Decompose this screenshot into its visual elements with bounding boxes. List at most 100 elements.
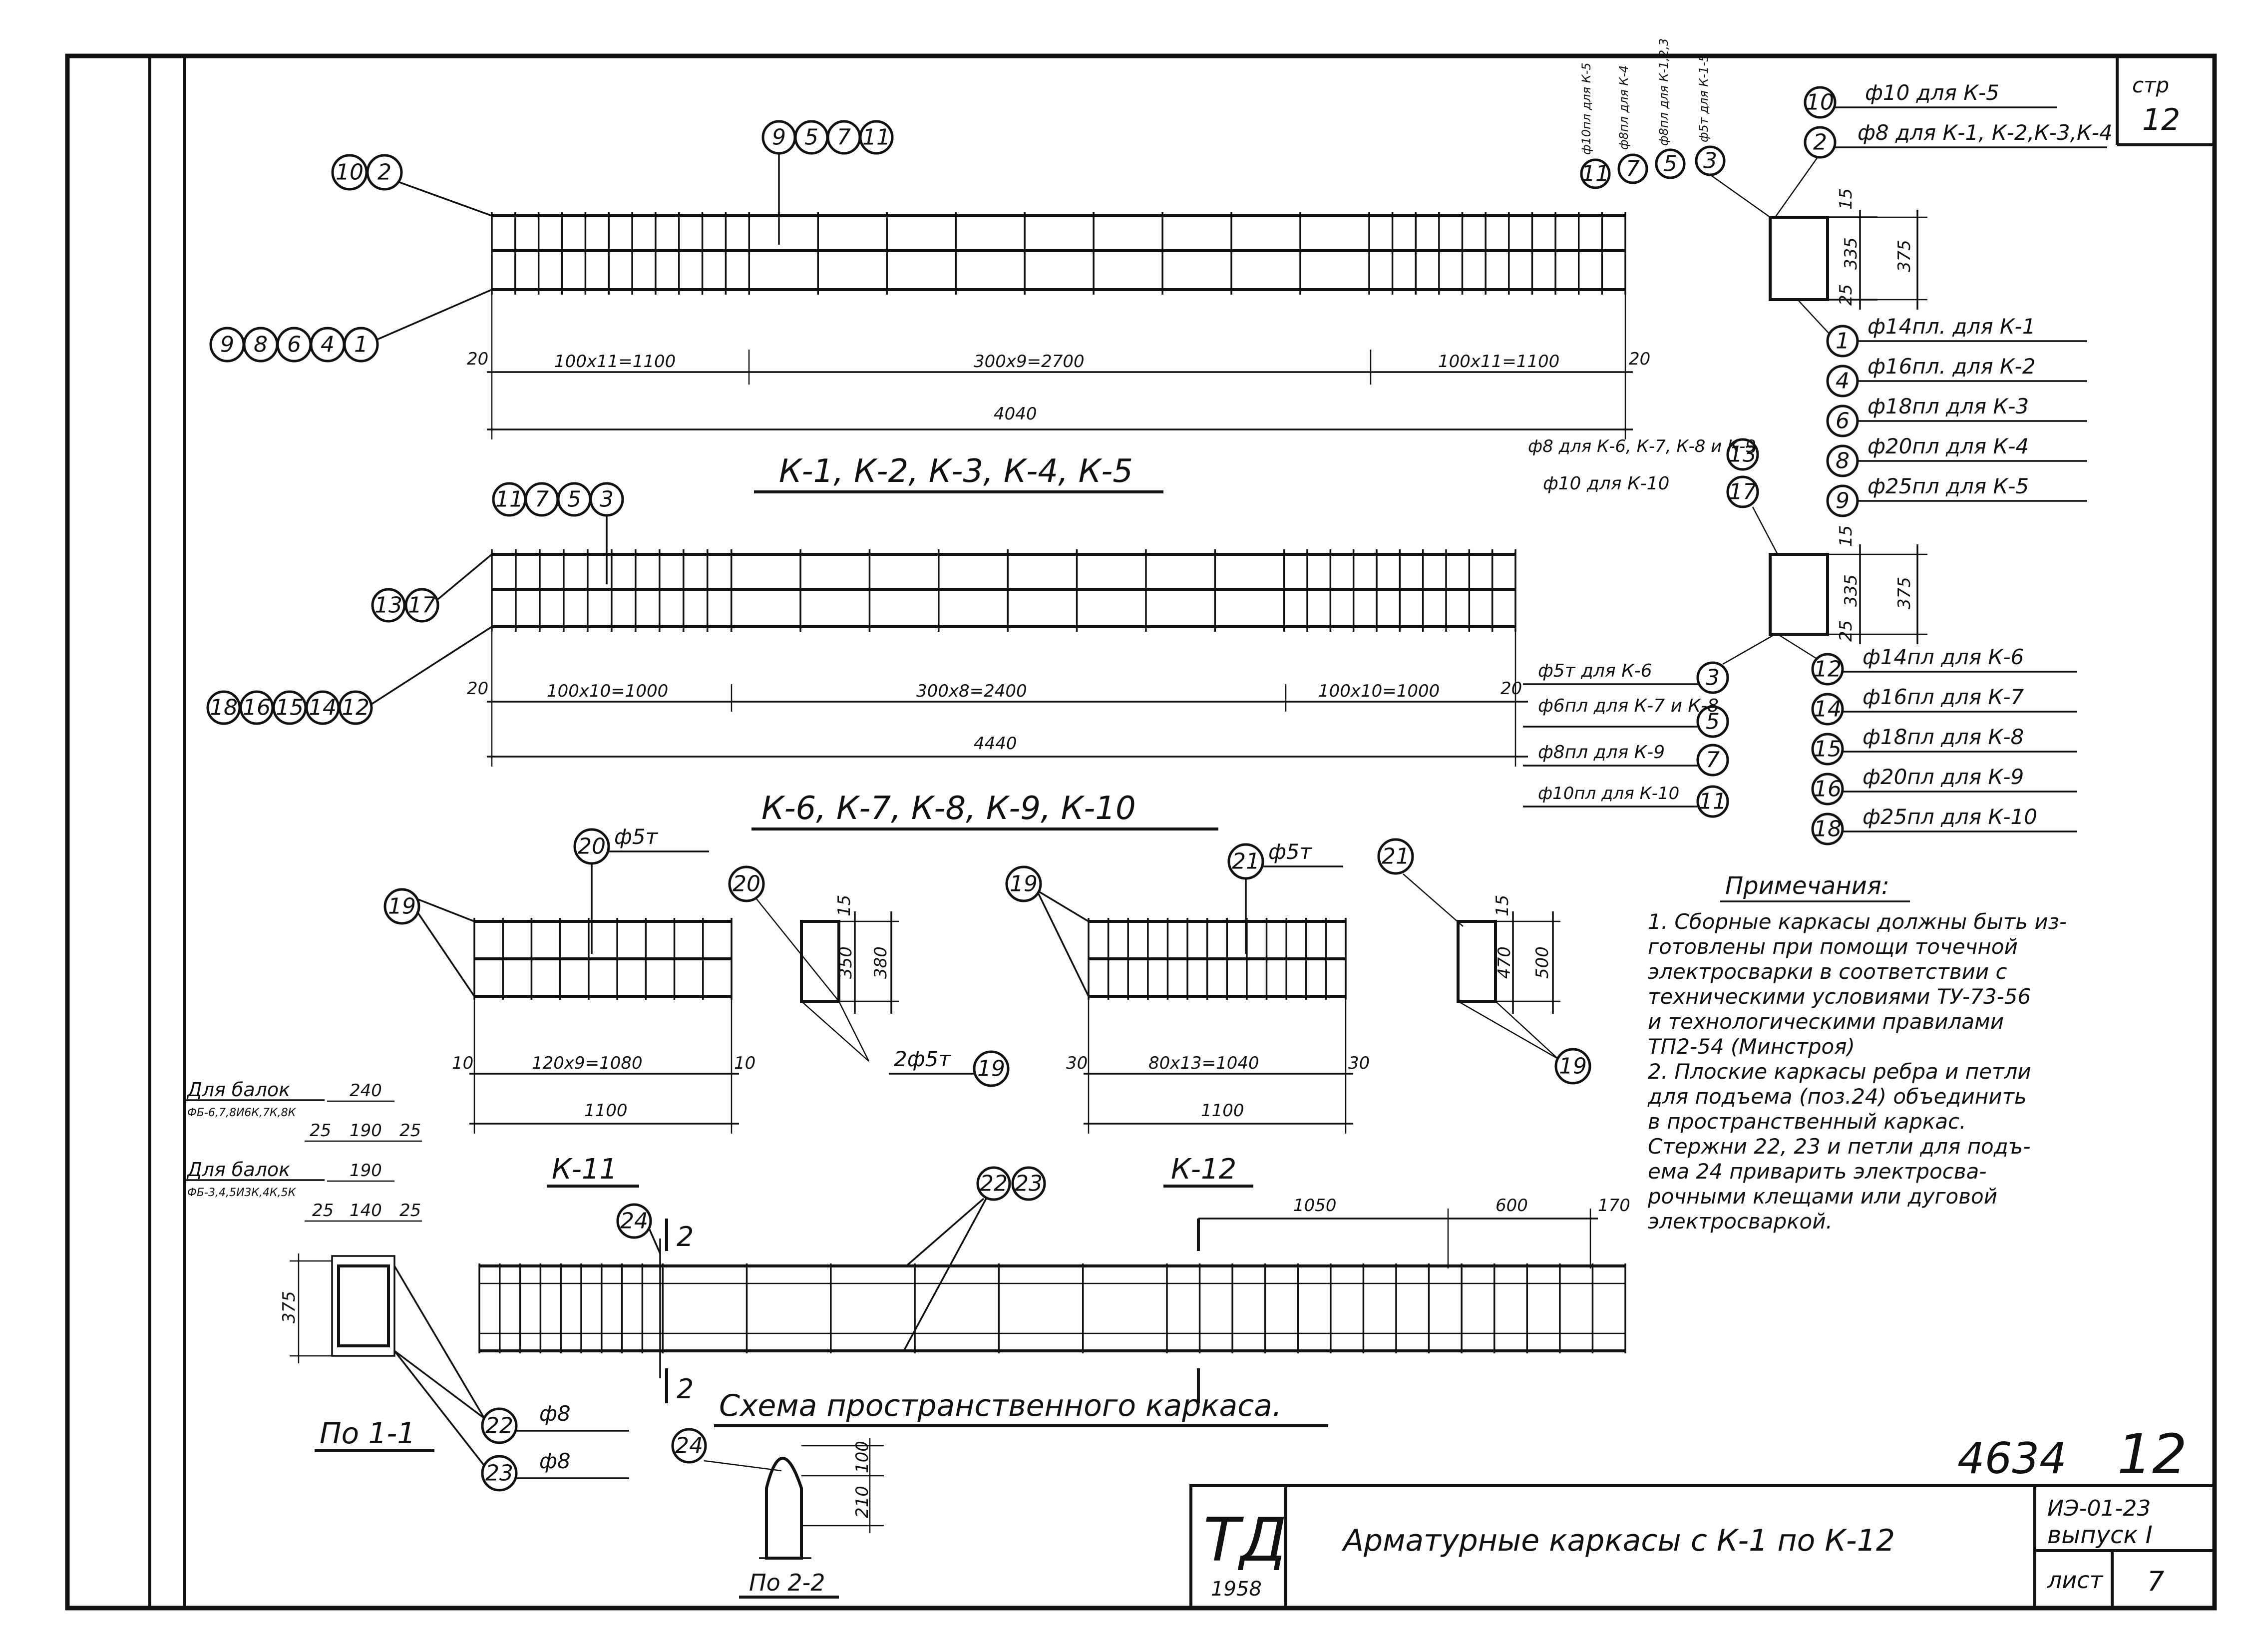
svg-text:ф16пл для К-7: ф16пл для К-7	[1863, 685, 2024, 709]
svg-text:2ф5т: 2ф5т	[894, 1047, 951, 1071]
svg-text:25: 25	[1836, 284, 1856, 306]
svg-text:16: 16	[243, 695, 271, 721]
svg-text:ф5т: ф5т	[1268, 839, 1313, 864]
notes-line-1: 1. Сборные каркасы должны быть из-	[1648, 909, 2067, 934]
svg-text:240: 240	[350, 1081, 382, 1101]
svg-text:11: 11	[1581, 161, 1609, 187]
series-issue: выпуск I	[2047, 1521, 2153, 1549]
f1-dim-total: 4040	[994, 404, 1037, 424]
svg-text:470: 470	[1494, 946, 1514, 979]
svg-text:13: 13	[1729, 442, 1757, 467]
svg-text:7: 7	[1706, 748, 1720, 773]
svg-text:7: 7	[1626, 156, 1640, 182]
f1-dim-seg3: 100х11=1100	[1438, 352, 1559, 372]
svg-text:ф10 для К-10: ф10 для К-10	[1543, 473, 1669, 494]
svg-text:16: 16	[1814, 777, 1842, 802]
k11-bub-top: 20	[578, 834, 606, 859]
svg-text:18: 18	[1814, 817, 1842, 842]
svg-text:25: 25	[399, 1121, 421, 1141]
svg-text:ф8: ф8	[539, 1449, 571, 1473]
svg-text:ф18пл для К-3: ф18пл для К-3	[1868, 394, 2029, 418]
svg-text:1: 1	[354, 332, 368, 358]
svg-text:ф5т для К-6: ф5т для К-6	[1538, 661, 1652, 681]
frame1-title: К-1, К-2, К-3, К-4, К-5	[779, 453, 1133, 490]
svg-text:80х13=1040: 80х13=1040	[1148, 1053, 1259, 1073]
notes-title: Примечания:	[1725, 872, 1889, 900]
cut-mark-top: 2	[677, 1221, 694, 1252]
notes-line-8: для подъема (поз.24) объединить	[1647, 1084, 2027, 1109]
svg-text:ф16пл. для К-2: ф16пл. для К-2	[1868, 354, 2036, 379]
f1-section-bubbles: 11 7 5 3	[1580, 145, 1726, 189]
svg-text:1100: 1100	[1201, 1101, 1244, 1121]
svg-text:8: 8	[1836, 448, 1850, 474]
notes-line-10: Стержни 22, 23 и петли для подъ-	[1648, 1134, 2031, 1159]
svg-text:300х8=2400: 300х8=2400	[916, 681, 1027, 701]
svg-text:17: 17	[1729, 479, 1757, 505]
notes-block: Примечания: 1. Сборные каркасы должны бы…	[1647, 872, 2067, 1234]
frame2-bars	[491, 549, 1516, 632]
svg-text:ф8пл для К-1,2,3: ф8пл для К-1,2,3	[1657, 38, 1671, 146]
svg-text:335: 335	[1841, 574, 1861, 607]
svg-text:ф8 для К-6, К-7, К-8 и К-9: ф8 для К-6, К-7, К-8 и К-9	[1528, 436, 1756, 456]
frame2-title: К-6, К-7, К-8, К-9, К-10	[761, 790, 1136, 827]
svg-text:2: 2	[377, 160, 391, 185]
svg-text:210: 210	[852, 1486, 872, 1518]
svg-text:335: 335	[1841, 237, 1861, 270]
bub-24-top: 24	[620, 1209, 648, 1234]
svg-text:1050: 1050	[1293, 1196, 1337, 1216]
frame1-dimensions: 20 100х11=1100 300х9=2700 100х11=1100 20…	[467, 290, 1650, 439]
f2-section-right-bubbles: 12 14 15 16 18	[1811, 653, 1844, 845]
frame-k1-k5-elevation: 20 100х11=1100 300х9=2700 100х11=1100 20…	[209, 120, 1650, 493]
svg-text:30: 30	[1066, 1053, 1088, 1073]
svg-text:ф10 для К-5: ф10 для К-5	[1865, 80, 1999, 105]
k12-title: К-12	[1171, 1153, 1236, 1186]
notes-line-3: электросварки в соответствии с	[1648, 959, 2007, 984]
f2-section-top-bubbles: 13 17	[1726, 438, 1759, 508]
bub-22-top: 22	[980, 1171, 1008, 1197]
svg-text:Для балок: Для балок	[186, 1159, 290, 1181]
svg-text:9: 9	[220, 332, 234, 358]
frame-k6-k10-elevation: 20 100х10=1000 300х8=2400 100х10=1000 20…	[206, 482, 1528, 830]
title-block: 4634 12 ТД 1958 Арматурные каркасы с К-1…	[1189, 1422, 2216, 1610]
svg-text:ф8пл для К-4: ф8пл для К-4	[1617, 65, 1631, 150]
f2-bubbles-left: 13 17	[371, 588, 439, 623]
k11-bub-left: 19	[388, 894, 416, 919]
stamp-logo: ТД	[1203, 1506, 1287, 1575]
svg-text:3: 3	[600, 487, 614, 512]
f2-section-left-bubbles: 3 5 7 11	[1696, 661, 1729, 818]
svg-text:20: 20	[467, 679, 488, 699]
cut-mark-bottom: 2	[677, 1373, 694, 1405]
svg-text:100х10=1000: 100х10=1000	[1318, 681, 1440, 701]
k12-bub-sec-bot: 19	[1559, 1054, 1587, 1079]
svg-text:380: 380	[871, 946, 891, 979]
bub-24-section: 24	[675, 1433, 703, 1459]
svg-text:10: 10	[336, 160, 364, 185]
notes-line-5: и технологическими правилами	[1648, 1009, 2004, 1034]
spatial-frame-scheme: Для балок ФБ-6,7,8И6К,7К,8К 240 25 190 2…	[185, 1079, 1630, 1599]
notes-line-12: рочными клещами или дуговой	[1647, 1184, 1997, 1209]
svg-text:30: 30	[1348, 1053, 1370, 1073]
k11-bub-sec: 20	[733, 871, 760, 897]
svg-text:15: 15	[1814, 737, 1842, 762]
corner-page: 12	[2142, 102, 2180, 137]
svg-text:20: 20	[1500, 679, 1522, 699]
k12-bub-top: 21	[1232, 849, 1260, 874]
svg-text:25: 25	[399, 1201, 421, 1221]
svg-text:25: 25	[1836, 620, 1856, 642]
svg-text:ф8: ф8	[539, 1401, 571, 1426]
svg-text:4440: 4440	[974, 734, 1017, 754]
svg-text:ф10пл для К-5: ф10пл для К-5	[1579, 62, 1593, 155]
svg-text:190: 190	[350, 1161, 382, 1181]
svg-text:140: 140	[350, 1201, 382, 1221]
svg-text:ф18пл для К-8: ф18пл для К-8	[1863, 725, 2024, 749]
svg-text:15: 15	[276, 695, 304, 721]
svg-text:ф14пл для К-6: ф14пл для К-6	[1863, 645, 2024, 669]
svg-text:ФБ-3,4,5И3К,4К,5К: ФБ-3,4,5И3К,4К,5К	[187, 1187, 297, 1199]
f2-bubbles-top: 11 7 5 3	[492, 482, 624, 517]
svg-text:5: 5	[1706, 709, 1720, 735]
stamp-title: Арматурные каркасы с К-1 по К-12	[1341, 1523, 1895, 1558]
svg-text:17: 17	[408, 593, 436, 618]
sheet-num: 7	[2147, 1566, 2164, 1597]
f1-section-right-bottom: 1 4 6 8 9	[1826, 325, 1859, 517]
